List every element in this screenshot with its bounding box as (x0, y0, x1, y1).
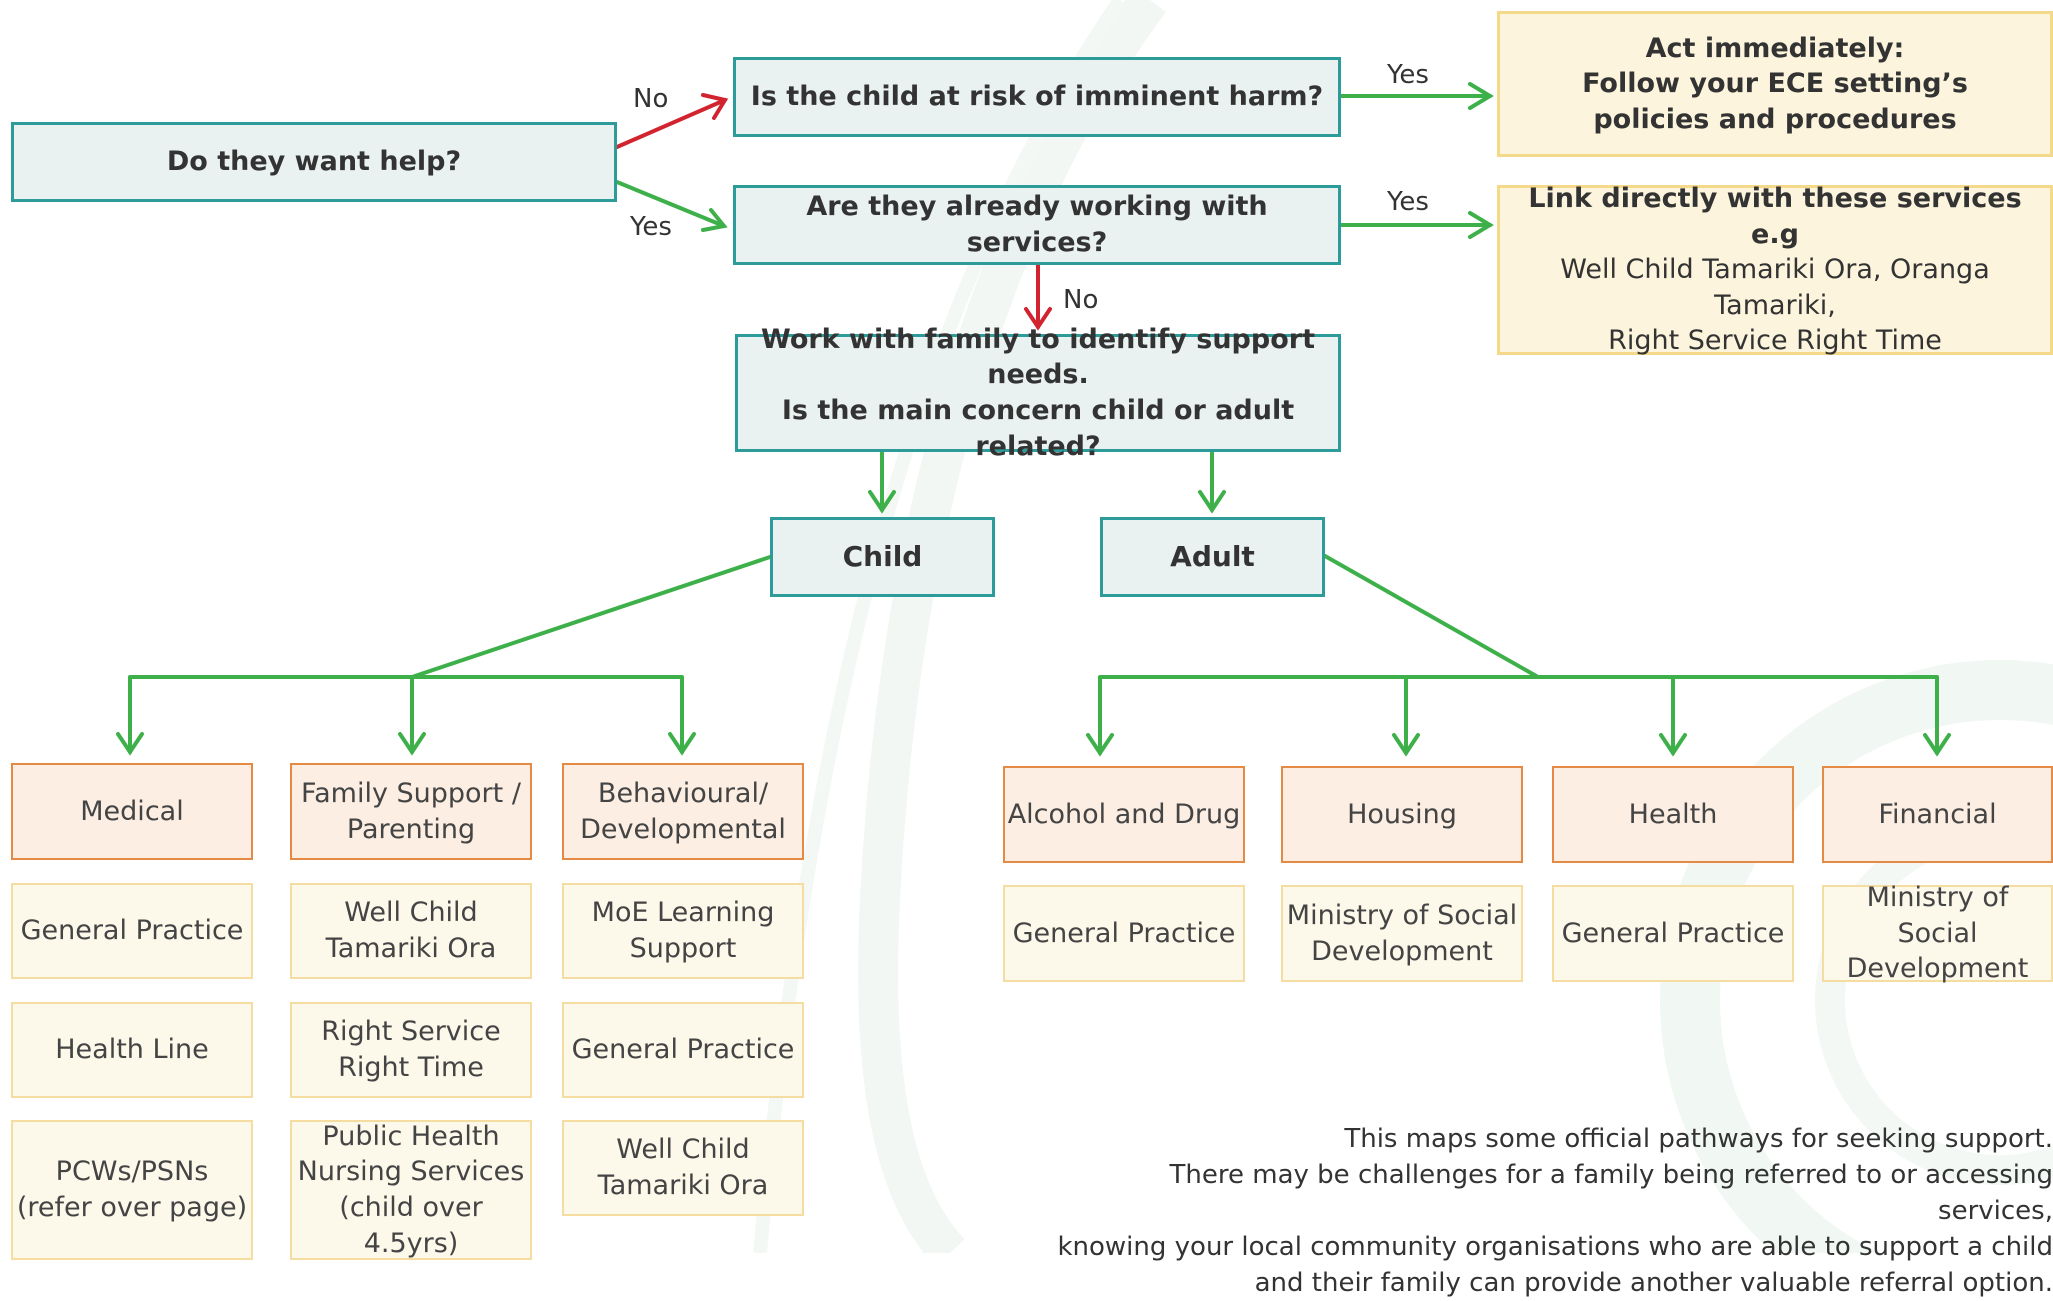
child-service-1-2-text: Public Health (322, 1119, 499, 1155)
footnote-line3: knowing your local community organisatio… (1053, 1230, 2053, 1266)
child-service-1-2-text: (child over 4.5yrs) (292, 1190, 530, 1261)
identify-needs-box: Work with family to identify support nee… (735, 334, 1341, 452)
label-yes-link: Yes (1387, 187, 1429, 217)
child-service-0-2-text: (refer over page) (17, 1190, 247, 1226)
adult-box: Adult (1100, 517, 1325, 597)
adult-service-3-0-text: Development (1847, 951, 2029, 987)
label-yes-services: Yes (630, 212, 672, 242)
child-service-0-1-text: Health Line (55, 1032, 209, 1068)
child-service-1-1-text: Right Service (321, 1014, 500, 1050)
footnote-line2: There may be challenges for a family bei… (1053, 1158, 2053, 1230)
adult-category-2-text: Health (1629, 797, 1718, 833)
child-category-0-text: Medical (80, 794, 183, 830)
adult-category-2: Health (1552, 766, 1794, 863)
adult-category-0-text: Alcohol and Drug (1008, 797, 1241, 833)
label-no-harm: No (633, 84, 668, 114)
label-no-identify: No (1063, 285, 1098, 315)
child-service-2-2-text: Well Child (616, 1132, 749, 1168)
adult-service-2-0-text: General Practice (1562, 916, 1785, 952)
want-help-box: Do they want help? (11, 122, 617, 202)
adult-category-1: Housing (1281, 766, 1523, 863)
child-label: Child (843, 539, 923, 576)
child-service-1-1-text: Right Time (338, 1050, 484, 1086)
child-service-2-1-text: General Practice (572, 1032, 795, 1068)
child-service-0-2-text: PCWs/PSNs (56, 1154, 209, 1190)
child-service-0-2: PCWs/PSNs(refer over page) (11, 1120, 253, 1260)
adult-category-1-text: Housing (1347, 797, 1457, 833)
child-category-2: Behavioural/Developmental (562, 763, 804, 860)
label-yes-act: Yes (1387, 60, 1429, 90)
child-category-2-text: Behavioural/ (598, 776, 768, 812)
child-service-0-0: General Practice (11, 883, 253, 979)
want-help-text: Do they want help? (167, 144, 461, 180)
footnote-line1: This maps some official pathways for see… (1053, 1122, 2053, 1158)
identify-needs-line1: Work with family to identify support nee… (738, 322, 1338, 393)
adult-service-0-0-text: General Practice (1013, 916, 1236, 952)
child-category-2-text: Developmental (580, 812, 786, 848)
working-services-text: Are they already working with services? (736, 189, 1338, 260)
adult-category-3: Financial (1822, 766, 2053, 863)
child-box: Child (770, 517, 995, 597)
identify-needs-line2: Is the main concern child or adult relat… (738, 393, 1338, 464)
child-service-1-0-text: Tamariki Ora (326, 931, 497, 967)
link-line2: Well Child Tamariki Ora, Oranga Tamariki… (1500, 252, 2050, 323)
child-service-2-0-text: MoE Learning (592, 895, 775, 931)
child-category-0: Medical (11, 763, 253, 860)
imminent-harm-text: Is the child at risk of imminent harm? (751, 79, 1323, 115)
act-line1: Act immediately: (1646, 31, 1905, 67)
imminent-harm-box: Is the child at risk of imminent harm? (733, 57, 1341, 137)
child-service-1-0-text: Well Child (344, 895, 477, 931)
act-line3: policies and procedures (1593, 102, 1956, 138)
adult-service-1-0-text: Ministry of Social (1287, 898, 1517, 934)
adult-service-1-0-text: Development (1311, 934, 1493, 970)
act-line2: Follow your ECE setting’s (1582, 66, 1968, 102)
child-service-2-2-text: Tamariki Ora (598, 1168, 769, 1204)
footnote: This maps some official pathways for see… (1053, 1122, 2053, 1301)
child-service-0-0-text: General Practice (21, 913, 244, 949)
adult-label: Adult (1170, 539, 1255, 576)
link-line1: Link directly with these services e.g (1500, 181, 2050, 252)
child-service-2-0-text: Support (630, 931, 737, 967)
child-service-1-2-text: Nursing Services (298, 1154, 525, 1190)
adult-service-3-0-text: Ministry of Social (1824, 880, 2051, 951)
adult-category-0: Alcohol and Drug (1003, 766, 1245, 863)
child-category-1-text: Family Support / (301, 776, 521, 812)
child-service-2-1: General Practice (562, 1002, 804, 1098)
link-line3: Right Service Right Time (1608, 323, 1942, 359)
working-services-box: Are they already working with services? (733, 185, 1341, 265)
child-service-0-1: Health Line (11, 1002, 253, 1098)
adult-service-2-0: General Practice (1552, 885, 1794, 982)
child-category-1: Family Support /Parenting (290, 763, 532, 860)
footnote-line4: and their family can provide another val… (1053, 1266, 2053, 1301)
child-category-1-text: Parenting (347, 812, 475, 848)
adult-service-0-0: General Practice (1003, 885, 1245, 982)
act-immediately-box: Act immediately: Follow your ECE setting… (1497, 11, 2053, 157)
link-services-box: Link directly with these services e.g We… (1497, 185, 2053, 355)
adult-category-3-text: Financial (1878, 797, 1996, 833)
